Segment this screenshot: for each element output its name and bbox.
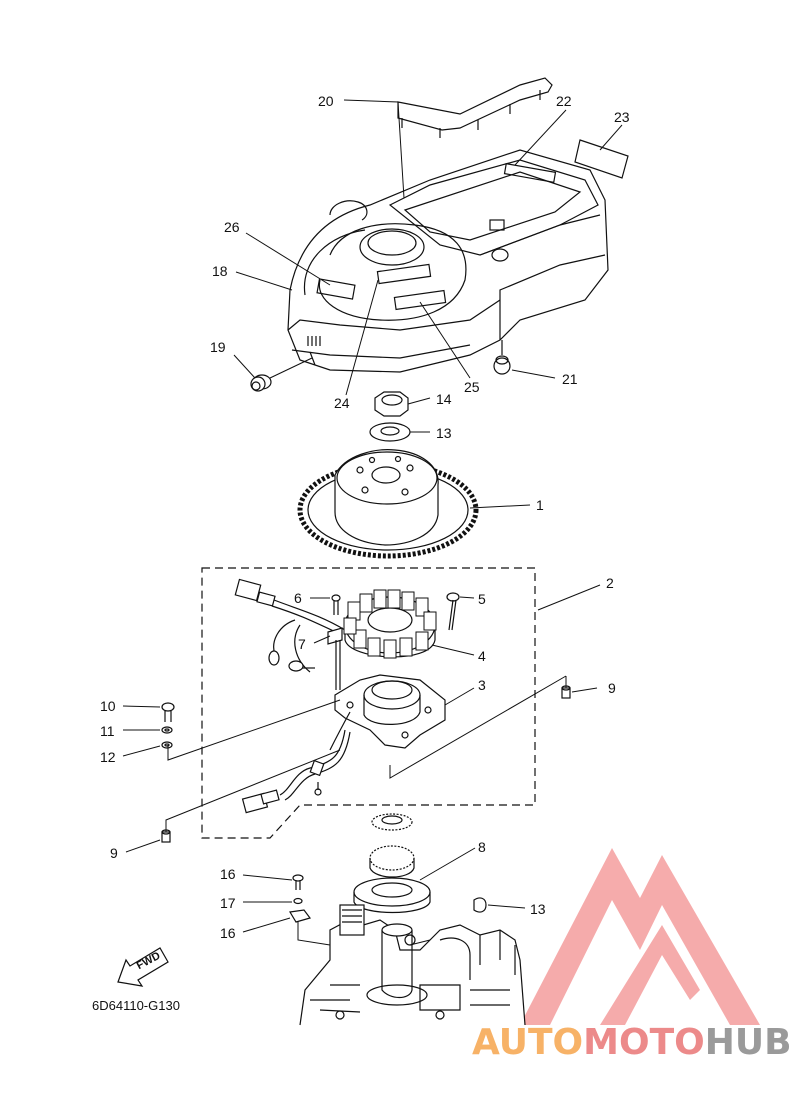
callout-4: 4 xyxy=(478,648,486,664)
drawing-code: 6D64110-G130 xyxy=(92,998,180,1013)
callout-20: 19 xyxy=(210,339,226,355)
callout-5: 5 xyxy=(478,591,486,607)
leader-lines xyxy=(122,99,623,946)
callout-22: 21 xyxy=(562,371,578,387)
engine-block xyxy=(299,904,526,1026)
clamp-7 xyxy=(327,627,343,690)
callout-27: 26 xyxy=(224,219,240,235)
callout-19: 18 xyxy=(212,263,228,279)
washer-18 xyxy=(293,897,303,905)
callout-23: 22 xyxy=(556,93,572,109)
callout-24: 23 xyxy=(614,109,630,125)
screw-5 xyxy=(446,592,460,631)
callout-7: 7 xyxy=(298,636,306,652)
stator-assembly-box xyxy=(201,567,536,839)
part-24-label xyxy=(574,139,629,179)
callout-10: 10 xyxy=(100,698,116,714)
grommet-22 xyxy=(493,340,511,375)
grommet-20 xyxy=(250,374,272,392)
callout-9-left: 9 xyxy=(110,845,118,861)
screw-6 xyxy=(331,594,341,615)
brand-moto: MOTO xyxy=(583,1022,705,1063)
key-13 xyxy=(473,897,487,913)
callout-9-right: 9 xyxy=(608,680,616,696)
washer-11 xyxy=(161,726,173,734)
wire-harness-upper xyxy=(234,578,346,673)
clip-16 xyxy=(289,909,312,923)
callout-16: 16 xyxy=(220,925,236,941)
callout-11: 11 xyxy=(100,723,115,739)
stator-coil-4 xyxy=(343,589,437,659)
pulley-parts-8 xyxy=(353,813,431,914)
brand-hub: HUB xyxy=(704,1022,792,1063)
callout-6: 6 xyxy=(294,590,302,606)
callout-1: 1 xyxy=(536,497,544,513)
bolt-10 xyxy=(161,702,175,722)
callout-25: 24 xyxy=(334,395,350,411)
callout-15: 14 xyxy=(436,391,452,407)
flywheel-cover xyxy=(287,149,609,373)
wire-harness-lower xyxy=(241,729,351,814)
flywheel-1 xyxy=(297,449,479,559)
screw-17 xyxy=(292,874,304,890)
watermark-logo-icon xyxy=(520,848,760,1025)
part-21-strip xyxy=(397,77,553,138)
brand-auto: AUTO xyxy=(472,1022,584,1063)
washer-12 xyxy=(161,741,173,749)
callout-2: 2 xyxy=(606,575,614,591)
base-plate-3 xyxy=(329,674,446,751)
callout-17: 16 xyxy=(220,866,236,882)
callout-13: 13 xyxy=(530,901,546,917)
callout-26: 25 xyxy=(464,379,480,395)
fwd-arrow-icon xyxy=(117,947,169,987)
callout-14: 13 xyxy=(436,425,452,441)
callout-12: 12 xyxy=(100,749,116,765)
washer-14 xyxy=(369,422,411,442)
nut-15 xyxy=(374,391,409,417)
callout-8: 8 xyxy=(478,839,486,855)
callout-21: 20 xyxy=(318,93,334,109)
watermark-brand: AUTOMOTOHUB xyxy=(472,1022,792,1063)
callout-18: 17 xyxy=(220,895,236,911)
callout-3: 3 xyxy=(478,677,486,693)
